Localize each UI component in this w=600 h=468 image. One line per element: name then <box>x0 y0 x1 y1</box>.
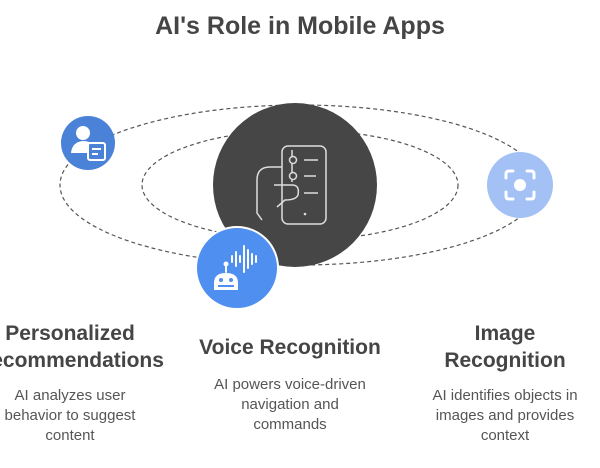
item-title: Personalized <box>5 322 135 345</box>
user-document-icon <box>61 116 115 170</box>
item-personalized-recommendations: Personalized Recommendations AI analyzes… <box>0 320 170 446</box>
image-scan-icon <box>487 152 553 218</box>
item-title: Voice Recognition <box>199 336 381 359</box>
item-description: AI powers voice-driven navigation and co… <box>214 376 366 433</box>
item-description: AI identifies objects in images and prov… <box>432 387 578 444</box>
robot-voice-icon <box>195 226 279 310</box>
hand-phone-icon <box>213 103 377 267</box>
item-title: Recommendations <box>0 349 164 372</box>
item-voice-recognition: Voice Recognition AI powers voice-driven… <box>190 334 390 435</box>
page-title: AI's Role in Mobile Apps <box>155 12 445 40</box>
item-title: Image <box>474 322 536 345</box>
item-description: AI analyzes user behavior to suggest con… <box>4 387 136 444</box>
item-image-recognition: Image Recognition AI identifies objects … <box>405 320 600 446</box>
item-title: Recognition <box>444 349 566 372</box>
